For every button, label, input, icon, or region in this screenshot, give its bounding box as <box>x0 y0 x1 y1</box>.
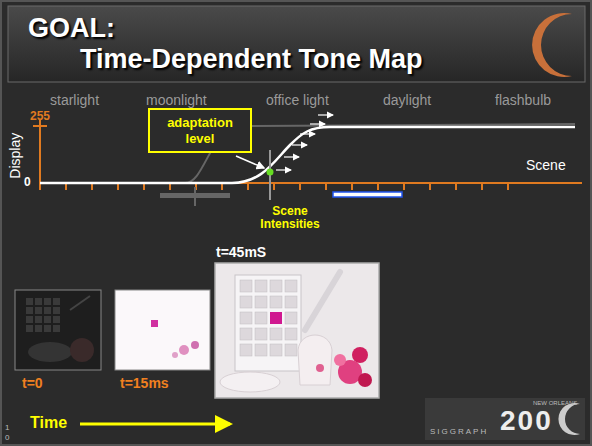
time-label: t=0 <box>22 376 43 391</box>
callout-box: adaptation level <box>148 108 252 153</box>
axis-value: 0 <box>24 176 31 189</box>
scale-label: daylight <box>383 93 431 108</box>
callout-text: adaptation level <box>154 115 246 146</box>
callout-label: Scene Intensities <box>252 205 328 231</box>
slide-number: 1 <box>5 424 9 433</box>
slide-subtitle: Time-Dependent Tone Map <box>80 45 423 75</box>
scale-label: office light <box>266 93 329 108</box>
scale-label: flashbulb <box>495 93 551 108</box>
logo-text: SIGGRAPH <box>430 428 488 437</box>
time-label: t=45mS <box>216 245 266 260</box>
scale-label: starlight <box>50 93 99 108</box>
scale-label: moonlight <box>146 93 207 108</box>
slide-title: GOAL: <box>28 14 115 44</box>
time-label: t=15ms <box>120 376 169 391</box>
slide-number: 0 <box>5 434 9 443</box>
time-axis-label: Time <box>30 414 67 432</box>
axis-title: Display <box>8 133 23 179</box>
axis-title: Scene <box>526 158 566 173</box>
axis-value: 255 <box>30 110 50 123</box>
logo-text: 200 <box>500 406 553 437</box>
